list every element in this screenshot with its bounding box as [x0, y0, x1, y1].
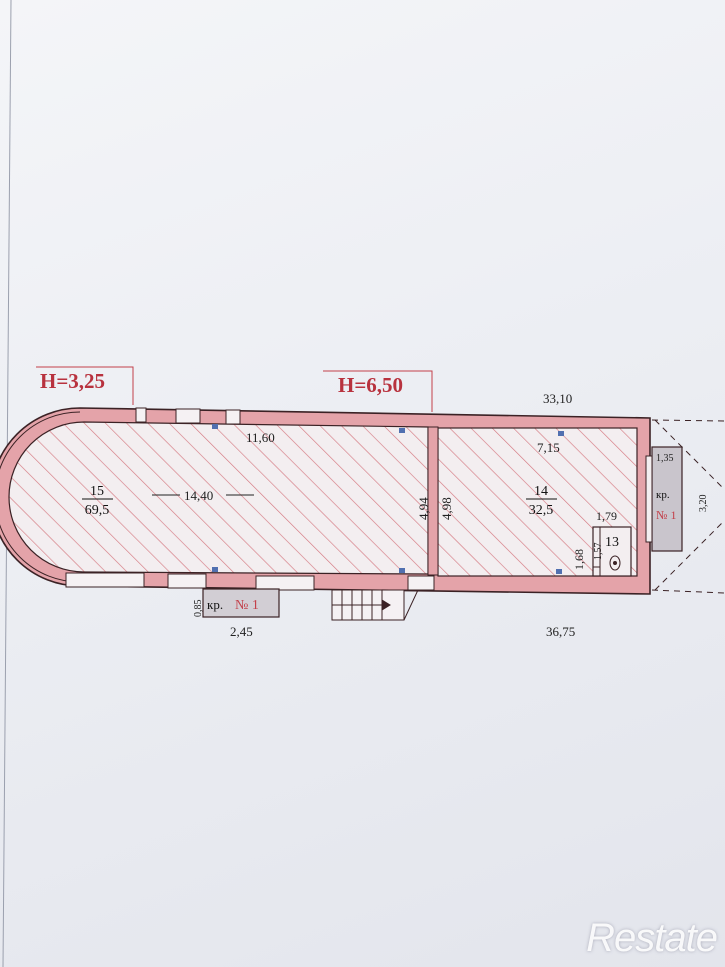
porch-right — [651, 446, 683, 552]
dim-top-total: 33,10 — [543, 391, 572, 406]
porch-left — [202, 588, 280, 618]
room-14-label: 14 32,5 — [526, 484, 557, 518]
dim-porch-right-depth: 3,20 — [698, 495, 709, 513]
room-14-area: 32,5 — [529, 503, 554, 518]
dim-room14-length: 7,15 — [537, 440, 560, 455]
toilet-icon — [609, 555, 621, 571]
dim-room13-width: 1,79 — [596, 509, 617, 523]
dim-room13-inner: 1,57 — [593, 543, 604, 561]
room-13-number: 13 — [605, 535, 619, 550]
room-15-label: 15 69,5 — [82, 484, 113, 518]
height-marker-right: H=6,50 — [323, 370, 433, 412]
window-arc — [0, 411, 81, 583]
dim-bottom-total: 36,75 — [546, 624, 575, 639]
dim-hall-length: 14,40 — [184, 488, 213, 503]
height-marker-left: H=3,25 — [36, 366, 134, 405]
dim-hall-width: 4,94 — [416, 497, 431, 520]
partition-wall — [427, 426, 439, 576]
dim-porch-left-width: 2,45 — [230, 624, 253, 639]
porch-right-prefix: кр. — [656, 489, 670, 501]
stairs — [331, 589, 419, 621]
dim-top-inner: 11,60 — [246, 430, 275, 445]
porch-left-prefix: кр. — [207, 597, 223, 612]
watermark-logo: Restate — [586, 916, 718, 960]
windows-bottom — [65, 572, 435, 591]
room-15-number: 15 — [90, 484, 104, 499]
windows-top — [135, 407, 241, 425]
room-15-floor — [8, 421, 429, 575]
dim-porch-right-width: 1,35 — [656, 453, 674, 464]
column-markers — [212, 424, 564, 574]
dim-porch-left-depth: 0,85 — [193, 600, 204, 618]
porch-right-number: № 1 — [656, 508, 676, 522]
room-14-number: 14 — [534, 484, 548, 499]
height-right: H=6,50 — [338, 373, 403, 397]
dashed-lines — [651, 419, 725, 594]
porch-left-number: № 1 — [235, 598, 259, 613]
height-left: H=3,25 — [40, 369, 105, 393]
dim-room14-width: 4,98 — [439, 497, 454, 520]
dim-room13-depth: 1,68 — [572, 549, 586, 570]
room-15-area: 69,5 — [85, 503, 110, 518]
